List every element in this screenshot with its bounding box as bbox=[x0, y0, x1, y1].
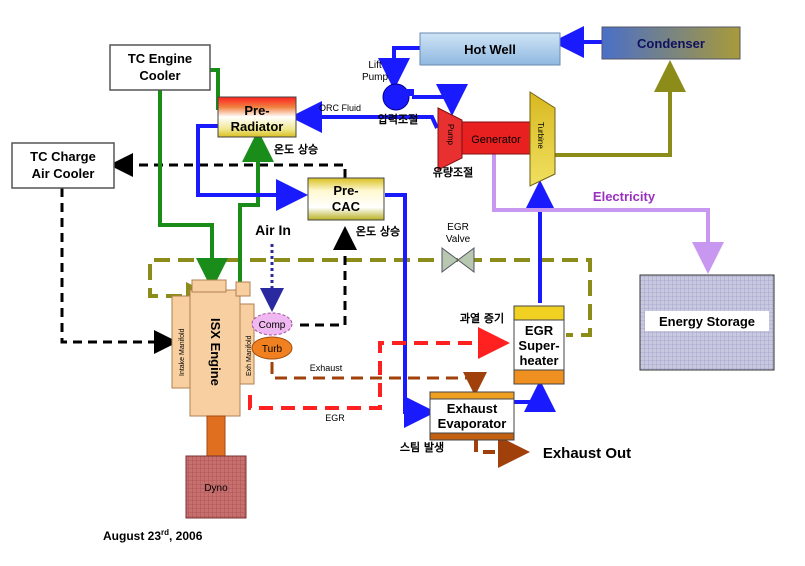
pre-cac-label-1: Pre- bbox=[333, 183, 358, 198]
egr-superheater-bottom bbox=[513, 369, 565, 385]
tc-engine-cooler-label-1: TC Engine bbox=[128, 51, 192, 66]
exhaust-out-label: Exhaust Out bbox=[543, 445, 631, 462]
isx-engine-top bbox=[191, 279, 227, 293]
date-label: August 23rd, 2006 bbox=[103, 528, 203, 543]
lift-pump-icon bbox=[382, 83, 410, 111]
exhaust-evaporator-label-2: Evaporator bbox=[438, 416, 507, 431]
tc-charge-air-cooler-box bbox=[11, 142, 115, 189]
isx-engine-cap bbox=[235, 281, 251, 297]
pressure-control-note: 압력조절 bbox=[378, 113, 418, 126]
temp-rise-note-1: 온도 상승 bbox=[274, 142, 318, 156]
egr-valve-icon-2 bbox=[457, 247, 475, 273]
pre-radiator-box bbox=[217, 96, 297, 138]
egr-superheater-label-1: EGR bbox=[525, 323, 554, 338]
orc-pump-shape bbox=[437, 107, 463, 171]
orc-preradiator-to-precac bbox=[196, 124, 308, 211]
egr-valve-icon bbox=[441, 247, 459, 273]
comp-label: Comp bbox=[259, 320, 286, 331]
temp-rise-note-2: 온도 상승 bbox=[356, 224, 400, 238]
lift-pump-label-2: Pump bbox=[362, 72, 389, 83]
orc-fluid-label: ORC Fluid bbox=[319, 103, 361, 113]
turbine-shape bbox=[529, 91, 556, 187]
lift-pump-outlet bbox=[404, 89, 414, 96]
orc-pump-to-preradiator bbox=[290, 101, 439, 133]
date-prefix: August 23 bbox=[103, 529, 161, 543]
compressor-icon bbox=[251, 312, 293, 336]
egr-valve-label-2: Valve bbox=[446, 234, 471, 245]
turbine-label: Turbine bbox=[536, 122, 545, 149]
exh-manifold-label: Exh Manifold bbox=[246, 335, 253, 376]
hot-well-label: Hot Well bbox=[464, 42, 516, 57]
green-cooler-to-engine bbox=[158, 90, 228, 290]
energy-storage-label: Energy Storage bbox=[659, 314, 755, 329]
egr-coolant-loop bbox=[148, 258, 592, 337]
orc-liftpump-to-pump bbox=[412, 84, 468, 116]
dyno-shaft bbox=[206, 415, 226, 457]
orc-hotwell-to-liftpump bbox=[378, 46, 420, 90]
green-engine-to-preradiator bbox=[238, 130, 274, 282]
turb-label: Turb bbox=[262, 344, 283, 355]
egr-superheater-top bbox=[513, 305, 565, 321]
pre-cac-box bbox=[307, 177, 385, 221]
generator-box bbox=[461, 121, 531, 155]
tc-charge-label-2: Air Cooler bbox=[32, 166, 95, 181]
steam-generation-note: 스팀 발생 bbox=[400, 440, 444, 454]
lift-pump-label-1: Lift bbox=[368, 60, 382, 71]
dyno-label: Dyno bbox=[204, 483, 228, 494]
turbine-to-condenser bbox=[555, 60, 686, 157]
charge-air-line-3 bbox=[60, 188, 178, 354]
orc-precac-to-evaporator bbox=[385, 193, 436, 428]
pre-cac-label-2: CAC bbox=[332, 199, 361, 214]
orc-evaporator-to-superheater bbox=[514, 380, 556, 412]
air-in-label: Air In bbox=[255, 222, 291, 238]
isx-engine-label: ISX Engine bbox=[208, 318, 223, 386]
electricity-line bbox=[492, 150, 724, 274]
egr-superheater-label-2: Super- bbox=[518, 338, 559, 353]
hot-well-box bbox=[419, 32, 561, 66]
tc-engine-cooler-label-2: Cooler bbox=[139, 68, 180, 83]
energy-storage-label-bg bbox=[645, 311, 769, 331]
exhaust-brown-line bbox=[270, 362, 487, 396]
dyno-box bbox=[185, 455, 247, 519]
charge-air-line-1 bbox=[300, 226, 357, 327]
turbocharger-turbine-icon bbox=[251, 336, 293, 360]
exhaust-label: Exhaust bbox=[310, 363, 343, 373]
pump-label: Pump bbox=[446, 124, 455, 145]
egr-red-line bbox=[248, 327, 510, 410]
date-sup: rd bbox=[161, 528, 169, 537]
egr-valve-label-1: EGR bbox=[447, 222, 469, 233]
exhaust-evaporator-top bbox=[429, 391, 515, 400]
charge-air-line-2 bbox=[109, 153, 347, 178]
exhaust-evaporator-bottom bbox=[429, 432, 515, 441]
exhaust-evaporator-label-1: Exhaust bbox=[447, 401, 498, 416]
intake-manifold-label: Intake Manifold bbox=[179, 328, 186, 376]
pre-radiator-label-2: Radiator bbox=[231, 119, 284, 134]
exhaust-evaporator-body bbox=[429, 398, 515, 434]
pre-radiator-label-1: Pre- bbox=[244, 103, 269, 118]
tc-charge-label-1: TC Charge bbox=[30, 149, 96, 164]
electricity-label: Electricity bbox=[593, 189, 656, 204]
superheated-steam-note: 과열 증기 bbox=[460, 311, 504, 325]
generator-label: Generator bbox=[471, 134, 521, 146]
exhaust-out-line bbox=[474, 436, 530, 468]
condenser-label: Condenser bbox=[637, 36, 705, 51]
flow-control-note: 유량조절 bbox=[433, 166, 473, 179]
condenser-box bbox=[601, 26, 741, 60]
intake-manifold-block bbox=[171, 295, 191, 389]
date-suffix: , 2006 bbox=[169, 529, 203, 543]
tc-engine-cooler-box bbox=[109, 44, 211, 91]
egr-label: EGR bbox=[325, 413, 345, 423]
egr-superheater-label-3: heater bbox=[519, 353, 558, 368]
